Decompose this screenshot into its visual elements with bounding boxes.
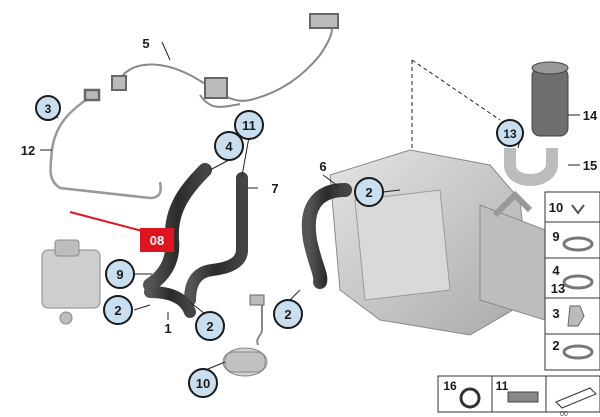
side-legend: 10 9 4 13 3 2 — [544, 191, 600, 371]
bottom-legend: 16 11 — [437, 375, 600, 413]
callout-2d: 2 — [365, 185, 372, 200]
callout-13: 13 — [503, 127, 517, 141]
callout-11: 11 — [242, 118, 256, 133]
u-hose — [504, 148, 558, 186]
callout-numbers: 1 2 2 2 2 2 3 4 5 6 7 9 10 11 12 13 14 1… — [21, 36, 598, 391]
spring-clamp-icon — [562, 274, 594, 290]
callout-3: 3 — [45, 102, 52, 116]
highlight-arrow — [69, 211, 147, 233]
callout-bubble-2d — [354, 177, 384, 207]
callout-7: 7 — [271, 181, 278, 196]
legend-13: 13 — [551, 281, 565, 296]
callout-bubble-13 — [496, 119, 524, 147]
seal-ring-icon — [459, 387, 481, 409]
callout-bubble-11 — [234, 110, 264, 140]
callout-bubble-2b — [195, 311, 225, 341]
callout-15: 15 — [583, 158, 597, 173]
legend-3: 3 — [552, 306, 559, 321]
callout-bubbles[interactable] — [35, 95, 524, 398]
callout-5: 5 — [142, 36, 149, 51]
coolant-hoses — [143, 163, 352, 318]
callout-2b: 2 — [206, 319, 213, 334]
callout-bubble-9 — [105, 259, 135, 289]
callout-9: 9 — [116, 267, 123, 282]
highlight-badge-text: 08 — [150, 233, 164, 248]
callout-2a: 2 — [114, 303, 121, 318]
legend-16: 16 — [443, 379, 457, 393]
callout-bubble-2a — [103, 295, 133, 325]
tape-icon — [555, 387, 597, 409]
callout-10: 10 — [196, 376, 210, 391]
legend-2: 2 — [552, 338, 559, 353]
hose-clamp-icon — [562, 236, 594, 252]
clip-icon — [571, 204, 585, 215]
callout-bubble-2c — [273, 299, 303, 329]
callout-6: 6 — [319, 159, 326, 174]
legend-11: 11 — [496, 379, 509, 393]
wiring-harness — [111, 13, 339, 108]
highlight-badge[interactable]: 08 — [140, 228, 174, 252]
sensor-line — [49, 88, 162, 200]
holder-icon — [507, 391, 539, 403]
reference-lines — [411, 59, 501, 165]
callout-2c: 2 — [284, 307, 291, 322]
legend-10: 10 — [549, 200, 563, 215]
callout-bubble-10 — [188, 368, 218, 398]
callout-14: 14 — [583, 108, 598, 123]
callout-bubble-4 — [214, 131, 244, 161]
drawing-code: 00 — [560, 411, 568, 417]
expansion-tank — [531, 61, 569, 137]
legend-9: 9 — [552, 229, 559, 244]
nut-clip-icon — [567, 305, 585, 327]
legend-4: 4 — [552, 263, 560, 278]
control-valve — [41, 239, 101, 325]
callout-12: 12 — [21, 143, 35, 158]
callout-4: 4 — [225, 139, 233, 154]
electric-pump — [222, 294, 268, 377]
callout-1: 1 — [164, 321, 171, 336]
band-clamp-icon — [562, 344, 594, 360]
callout-bubble-3 — [35, 95, 61, 121]
